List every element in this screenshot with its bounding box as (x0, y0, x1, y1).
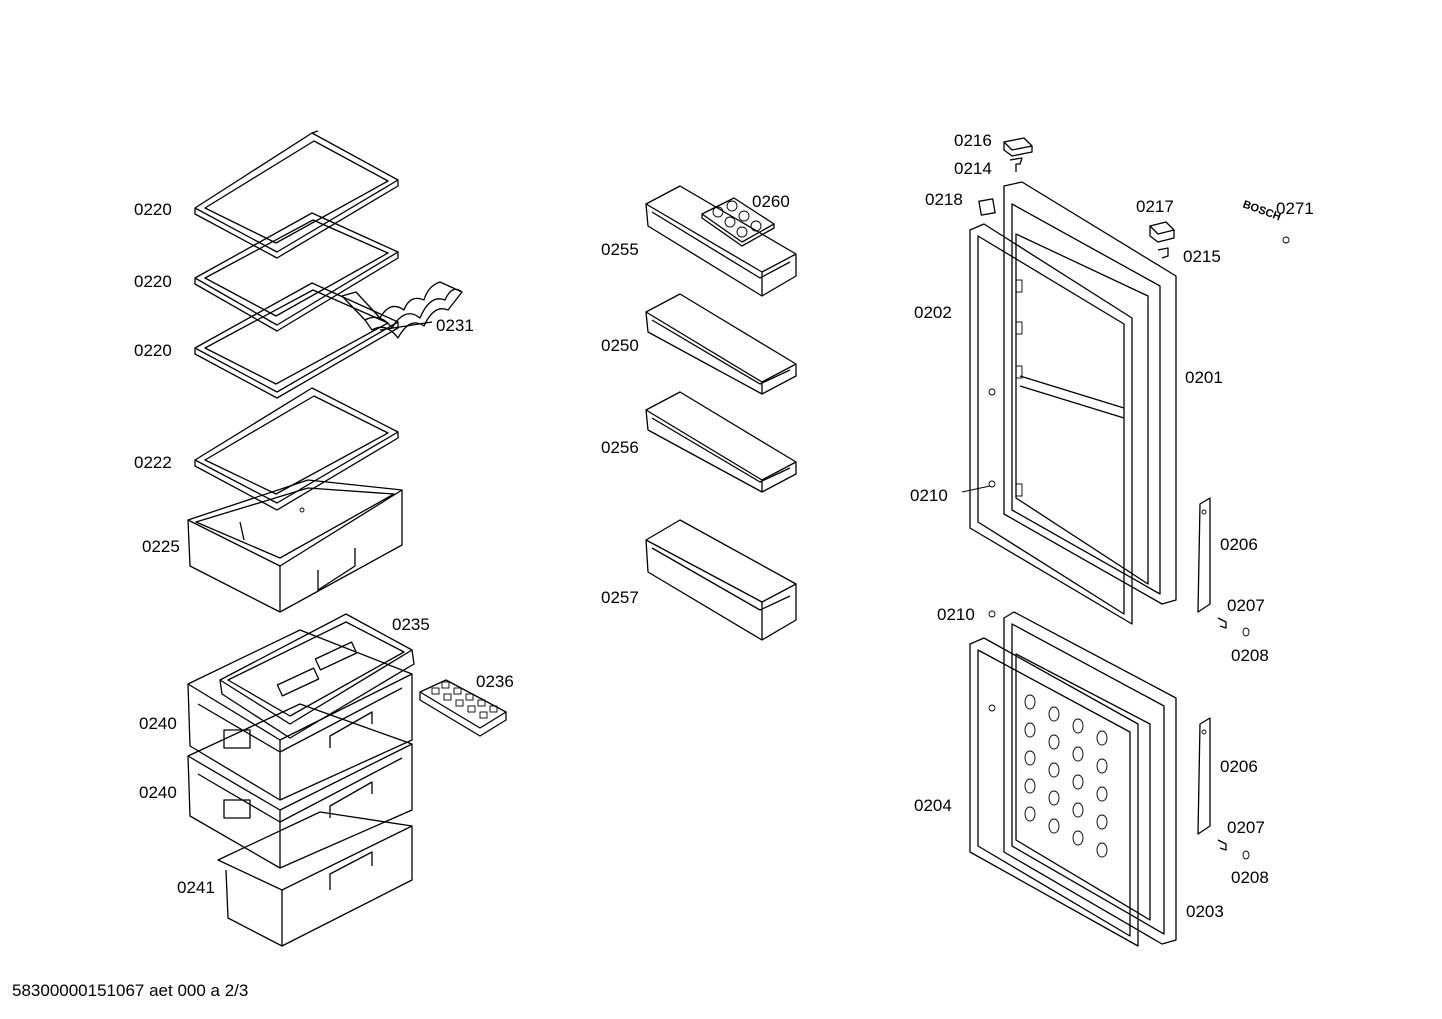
label-0207-b: 0207 (1227, 818, 1265, 837)
label-0220-c: 0220 (134, 341, 172, 360)
hinge-cover-0216 (1003, 137, 1033, 157)
fridge-door-0201 (1003, 181, 1177, 605)
glass-shelf-0220-top (194, 130, 399, 259)
label-0214: 0214 (954, 159, 992, 178)
label-0208-a: 0208 (1231, 646, 1269, 665)
door-bin-0250 (645, 293, 797, 395)
door-bin-0255 (645, 185, 797, 297)
label-0215: 0215 (1183, 247, 1221, 266)
freezer-drawer-0240-middle (187, 703, 413, 869)
hinge-cover-0217 (1149, 221, 1175, 243)
label-0220-b: 0220 (134, 272, 172, 291)
door-bin-0257 (645, 519, 797, 641)
seal-pad-0218 (978, 198, 996, 216)
door-hinge-bar-0206-upper (1197, 497, 1211, 613)
screw-0207-lower (1217, 839, 1227, 851)
label-0206-b: 0206 (1220, 757, 1258, 776)
crisper-tray-0225 (187, 479, 403, 613)
label-0255: 0255 (601, 240, 639, 259)
hinge-pin-0214 (1009, 157, 1023, 172)
label-0206-a: 0206 (1220, 535, 1258, 554)
label-0236: 0236 (476, 672, 514, 691)
label-0225: 0225 (142, 537, 180, 556)
drawing-reference-number: 58300000151067 aet 000 a 2/3 (12, 981, 249, 1000)
label-0250: 0250 (601, 336, 639, 355)
glass-shelf-0220-lower (194, 282, 399, 399)
glass-shelf-0220-middle (194, 212, 399, 332)
freezer-drawer-0241-bottom (217, 811, 413, 947)
label-0240-a: 0240 (139, 714, 177, 733)
label-0257: 0257 (601, 588, 639, 607)
door-gasket-0204 (969, 637, 1139, 947)
label-0204: 0204 (914, 796, 952, 815)
label-0217: 0217 (1136, 197, 1174, 216)
label-0256: 0256 (601, 438, 639, 457)
washer-0208-upper (1242, 627, 1250, 637)
washer-0208-lower (1242, 850, 1250, 860)
hinge-pin-0215 (1157, 247, 1169, 259)
label-0203: 0203 (1186, 902, 1224, 921)
screw-0207-upper (1217, 617, 1227, 629)
label-0220-a: 0220 (134, 200, 172, 219)
label-0240-b: 0240 (139, 783, 177, 802)
label-0201: 0201 (1185, 368, 1223, 387)
glass-shelf-0222 (194, 387, 399, 511)
label-0241: 0241 (177, 878, 215, 897)
freezer-door-0203 (1003, 611, 1177, 945)
egg-tray-0260 (701, 197, 775, 247)
freezer-drawer-0240-top (187, 629, 413, 801)
ice-cube-tray-0236 (419, 679, 507, 737)
screw-0210-lower (988, 610, 996, 618)
label-0231: 0231 (436, 316, 474, 335)
label-0260: 0260 (752, 192, 790, 211)
ice-tray-cover-0235 (219, 613, 415, 739)
label-0208-b: 0208 (1231, 868, 1269, 887)
door-gasket-0202 (961, 223, 1133, 625)
label-0202: 0202 (914, 303, 952, 322)
label-0210-a: 0210 (910, 486, 948, 505)
label-0210-b: 0210 (937, 605, 975, 624)
bottle-rack-0231 (341, 281, 463, 339)
door-hinge-bar-0206-lower (1197, 717, 1211, 835)
label-0235: 0235 (392, 615, 430, 634)
label-0271: 0271 (1276, 199, 1314, 218)
label-0218: 0218 (925, 190, 963, 209)
label-0222: 0222 (134, 453, 172, 472)
label-0207-a: 0207 (1227, 596, 1265, 615)
part-labels: 0220 0220 0220 0231 0222 0225 0235 0236 … (134, 131, 1314, 921)
label-0216: 0216 (954, 131, 992, 150)
door-bin-0256 (645, 391, 797, 493)
